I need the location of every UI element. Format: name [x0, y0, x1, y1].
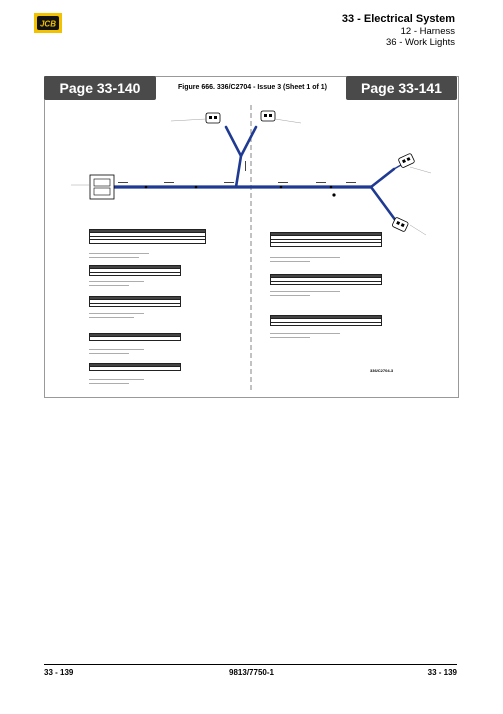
jcb-logo: JCB — [34, 13, 62, 33]
connector-table-3 — [89, 295, 181, 308]
work-light-connector-right-upper — [398, 153, 415, 168]
connector-table-8 — [270, 314, 382, 327]
connector-table-5 — [89, 362, 181, 371]
footer-document-number: 9813/7750-1 — [229, 668, 274, 677]
figure-title: Figure 666. 336/C2704 - Issue 3 (Sheet 1… — [177, 84, 327, 91]
subsection-harness: 12 - Harness — [400, 26, 455, 37]
harness-clips — [144, 185, 336, 197]
table-notes-left — [89, 253, 149, 384]
harness-plug-left — [89, 174, 115, 200]
footer-page-left: 33 - 139 — [44, 668, 74, 677]
callout-leaders — [71, 118, 432, 236]
section-title: 33 - Electrical System — [341, 13, 455, 25]
work-light-connector-right-lower — [392, 217, 409, 232]
page-link-left[interactable]: Page 33-140 — [44, 76, 156, 100]
table-notes-right — [270, 257, 340, 338]
work-light-connector-top-right — [260, 110, 276, 122]
connector-table-2 — [89, 264, 181, 277]
dimension-marks — [118, 161, 356, 183]
harness-trunk — [112, 125, 402, 223]
harness-diagram — [71, 105, 432, 391]
figure-reference: 336/C2704-3 — [370, 368, 394, 373]
svg-text:JCB: JCB — [40, 20, 56, 29]
connector-table-4 — [89, 332, 181, 341]
figure-frame — [44, 76, 459, 398]
footer-page-right: 33 - 139 — [427, 668, 457, 677]
work-light-connector-top-left — [205, 112, 221, 124]
page-link-right[interactable]: Page 33-141 — [346, 76, 457, 100]
footer-rule — [44, 664, 457, 665]
connector-table-1 — [89, 225, 206, 245]
connector-table-7 — [270, 273, 382, 286]
subsection-work-lights: 36 - Work Lights — [386, 37, 455, 48]
connector-table-6 — [270, 231, 382, 247]
